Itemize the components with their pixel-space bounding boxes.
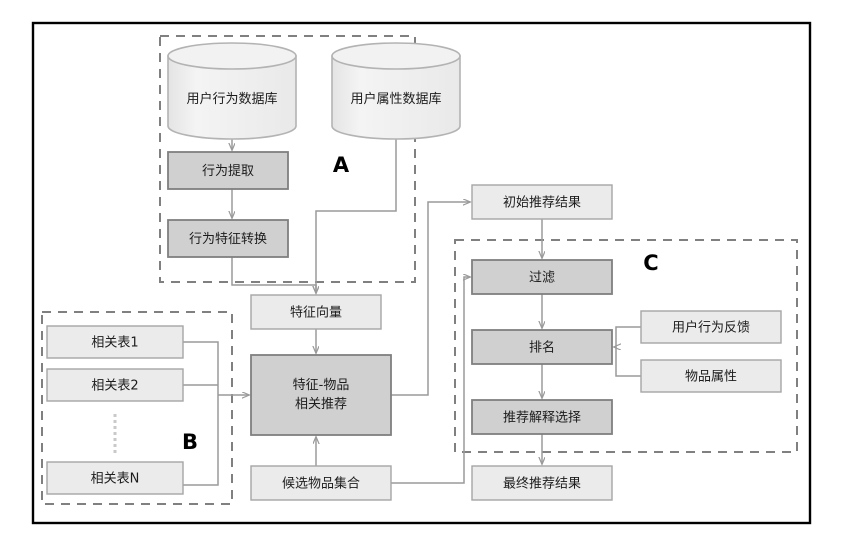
- node-box: [471, 399, 613, 435]
- database-user-attribute-db[interactable]: 用户属性数据库: [331, 42, 461, 140]
- node-box: [167, 151, 289, 190]
- node-feature-vector[interactable]: 特征向量: [250, 294, 382, 330]
- node-box: [640, 310, 782, 344]
- node-user-behavior-feedback[interactable]: 用户行为反馈: [640, 310, 782, 344]
- node-final-recommend-result[interactable]: 最终推荐结果: [471, 465, 613, 501]
- node-box: [250, 465, 392, 501]
- node-initial-recommend-result[interactable]: 初始推荐结果: [471, 184, 613, 220]
- node-ranking[interactable]: 排名: [471, 329, 613, 365]
- node-related-table-n[interactable]: 相关表N: [46, 461, 184, 495]
- node-box: [471, 465, 613, 501]
- group-boundary-A: [159, 35, 416, 283]
- node-label: 物品属性: [685, 370, 737, 385]
- node-label: 过滤: [529, 271, 555, 286]
- node-label: 初始推荐结果: [503, 196, 581, 211]
- ellipsis-dot: [113, 420, 117, 423]
- node-box: [640, 359, 782, 393]
- connector-candidate-to-filter: [391, 277, 470, 484]
- node-related-table-2[interactable]: 相关表2: [46, 368, 184, 402]
- node-label: 相关表2: [91, 379, 138, 394]
- connector-feedback-to-ranking: [614, 326, 641, 347]
- node-label-line: 相关推荐: [295, 397, 347, 412]
- cylinder-top: [167, 42, 297, 70]
- database-user-behavior-db[interactable]: 用户行为数据库: [167, 42, 297, 140]
- ellipsis-dot: [113, 444, 117, 447]
- node-box: [46, 325, 184, 359]
- node-label: 推荐解释选择: [503, 411, 581, 426]
- node-box: [471, 184, 613, 220]
- group-labels: A B C: [182, 153, 659, 454]
- node-label: 行为特征转换: [189, 232, 267, 247]
- node-label: 排名: [529, 340, 555, 356]
- node-recommend-explanation-select[interactable]: 推荐解释选择: [471, 399, 613, 435]
- node-behavior-feature-transform[interactable]: 行为特征转换: [167, 219, 289, 258]
- ellipsis-dot: [113, 414, 117, 417]
- database-label: 用户属性数据库: [350, 91, 441, 107]
- node-label: 用户行为反馈: [672, 320, 750, 336]
- node-item-attribute[interactable]: 物品属性: [640, 359, 782, 393]
- group-boundaries: [41, 35, 798, 505]
- node-label: 相关表N: [91, 472, 140, 487]
- node-label: 特征向量: [290, 305, 342, 321]
- node-box: [471, 259, 613, 295]
- node-box: [46, 368, 184, 402]
- ellipsis-dot: [113, 438, 117, 441]
- node-label: 相关表1: [91, 336, 138, 351]
- ellipsis-dot: [113, 432, 117, 435]
- group-boundary-C: [454, 239, 798, 453]
- group-label-A: A: [333, 153, 350, 177]
- connector-recommend-to-initial: [391, 202, 470, 396]
- node-shapes: 用户行为数据库用户属性数据库行为提取行为特征转换特征向量特征-物品相关推荐相关表…: [46, 42, 782, 501]
- group-label-B: B: [182, 430, 198, 454]
- ellipsis-dot: [113, 426, 117, 429]
- node-box: [471, 329, 613, 365]
- cylinder-body: [331, 55, 461, 140]
- group-label-C: C: [643, 251, 658, 275]
- ellipsis-dot: [113, 450, 117, 453]
- node-label-line: 特征-物品: [293, 378, 350, 393]
- connector-transform-to-feature-vector: [231, 257, 316, 293]
- node-label: 候选物品集合: [282, 476, 360, 492]
- connector-item-attribute-to-ranking: [615, 347, 641, 377]
- node-behavior-extraction[interactable]: 行为提取: [167, 151, 289, 190]
- node-box: [250, 354, 392, 436]
- cylinder-top: [331, 42, 461, 70]
- node-filter[interactable]: 过滤: [471, 259, 613, 295]
- connector-related-tables-bus: [183, 341, 219, 486]
- cylinder-body: [167, 55, 297, 140]
- node-box: [167, 219, 289, 258]
- node-label: 最终推荐结果: [503, 476, 581, 492]
- outer-frame: [31, 21, 812, 525]
- node-box: [46, 461, 184, 495]
- node-box: [250, 294, 382, 330]
- node-label: 行为提取: [202, 163, 254, 179]
- database-label: 用户行为数据库: [186, 91, 277, 107]
- connector-lines: [183, 139, 641, 486]
- node-candidate-item-set[interactable]: 候选物品集合: [250, 465, 392, 501]
- node-related-table-1[interactable]: 相关表1: [46, 325, 184, 359]
- connector-attribute-db-to-feature-vector: [316, 139, 397, 293]
- related-table-ellipsis: [113, 414, 117, 453]
